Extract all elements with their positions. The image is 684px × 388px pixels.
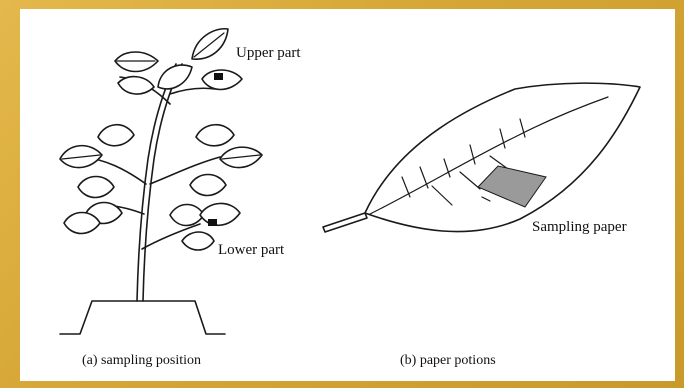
upper-sample-marker xyxy=(214,73,223,80)
leaf xyxy=(200,203,240,225)
leaf-illustration xyxy=(323,83,640,232)
sampling-paper-label: Sampling paper xyxy=(532,219,627,235)
petiole xyxy=(323,213,367,232)
ground-mound xyxy=(60,301,225,334)
leaf xyxy=(170,205,204,226)
leaf xyxy=(115,52,158,72)
sampling-paper xyxy=(478,166,546,207)
lower-sample-marker xyxy=(208,219,217,226)
caption-a: (a) sampling position xyxy=(82,353,201,368)
figure-panel: Upper part Lower part (a) sampling posit… xyxy=(20,9,675,381)
leaf xyxy=(190,175,226,196)
leaf xyxy=(64,213,100,234)
leaf xyxy=(118,77,154,94)
leaf xyxy=(182,232,214,250)
leaf xyxy=(158,65,192,89)
leaf xyxy=(78,177,114,198)
leaf xyxy=(98,125,134,146)
lower-part-label: Lower part xyxy=(218,242,285,258)
caption-b: (b) paper potions xyxy=(400,353,496,368)
leaf-outline xyxy=(365,83,640,231)
figure-canvas: Upper part Lower part (a) sampling posit… xyxy=(20,9,675,381)
upper-part-label: Upper part xyxy=(236,45,301,61)
plant-illustration xyxy=(60,29,262,334)
leaf xyxy=(196,125,234,146)
